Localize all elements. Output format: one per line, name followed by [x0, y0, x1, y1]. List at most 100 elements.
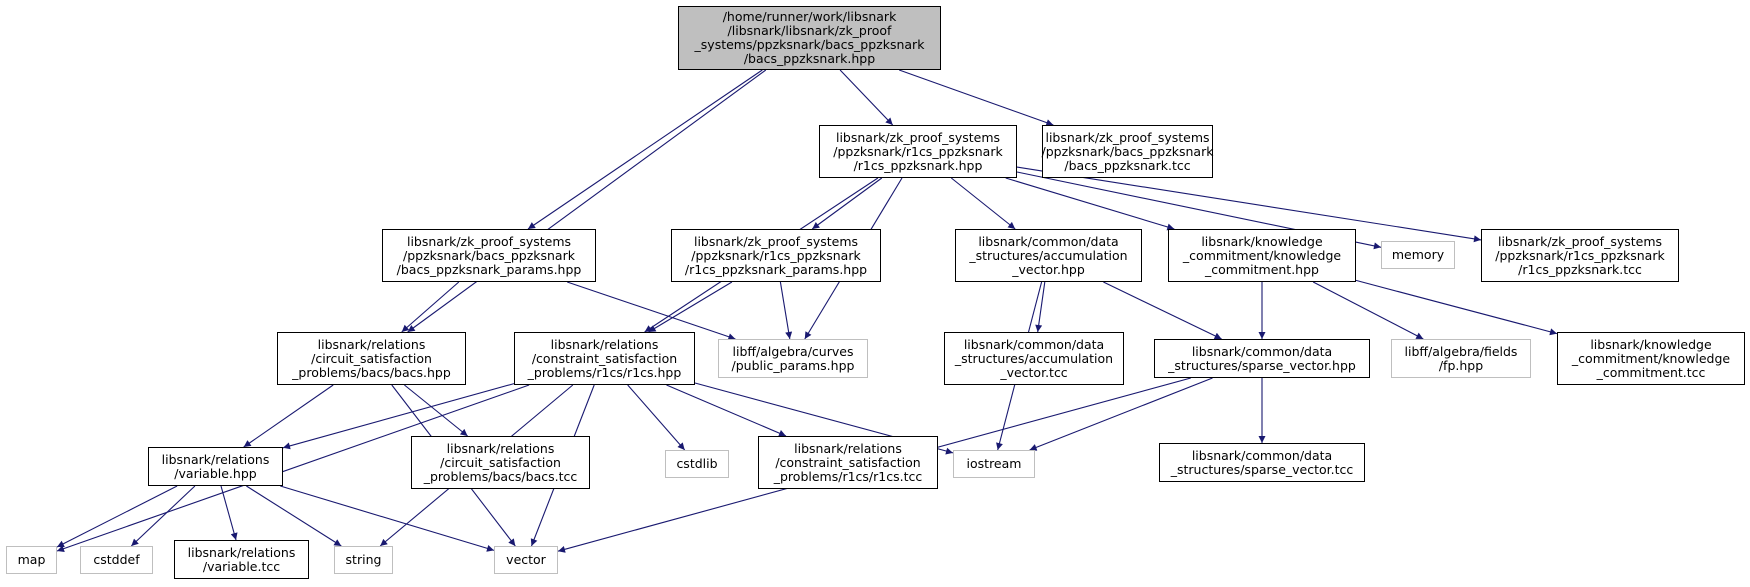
node-label-line: string	[345, 552, 382, 567]
node-sparse-vector-tcc[interactable]: libsnark/common/data_structures/sparse_v…	[1159, 443, 1365, 482]
node-knowledge-tcc[interactable]: libsnark/knowledge_commitment/knowledge_…	[1557, 332, 1745, 385]
node-label-line: _commitment.hpp	[1205, 261, 1319, 277]
node-label-line: _structures/accumulation	[969, 247, 1128, 263]
edge-variable-hpp-to-cstddef	[130, 485, 196, 547]
node-bacs-hpp[interactable]: libsnark/relations/circuit_satisfaction_…	[277, 332, 466, 385]
node-label-line: /ppzksnark/bacs_ppzksnark	[403, 247, 575, 263]
node-label-line: _problems/bacs/bacs.tcc	[423, 468, 578, 484]
node-label-line: /ppzksnark/bacs_ppzksnark	[1041, 143, 1214, 159]
node-cstdlib: cstdlib	[665, 450, 729, 478]
node-string: string	[334, 546, 393, 574]
node-label-line: /fp.hpp	[1438, 357, 1484, 373]
node-r1cs-params-hpp[interactable]: libsnark/zk_proof_systems/ppzksnark/r1cs…	[671, 229, 881, 282]
edge-r1cs-ppzksnark-hpp-to-r1cs-ppzksnark-tcc	[1016, 166, 1482, 243]
node-label-line: libsnark/common/data	[963, 336, 1105, 352]
node-label-line: /constraint_satisfaction	[531, 350, 678, 366]
node-label-line: /bacs_ppzksnark_params.hpp	[396, 261, 582, 277]
node-fp-hpp: libff/algebra/fields/fp.hpp	[1391, 339, 1531, 378]
node-memory: memory	[1381, 241, 1455, 269]
node-label-line: /r1cs_ppzksnark.hpp	[853, 157, 983, 173]
edge-bacs-hpp-to-variable-hpp	[243, 384, 334, 448]
node-public-params: libff/algebra/curves/public_params.hpp	[718, 339, 868, 378]
edge-r1cs-hpp-to-cstdlib	[627, 384, 686, 451]
node-variable-hpp[interactable]: libsnark/relations/variable.hpp	[148, 447, 283, 486]
edge-r1cs-hpp-to-map	[56, 384, 530, 552]
node-label-line: _problems/r1cs/r1cs.hpp	[527, 364, 682, 380]
node-label-line: _structures/sparse_vector.hpp	[1168, 357, 1356, 373]
edge-r1cs-params-hpp-to-r1cs-hpp	[648, 281, 733, 333]
node-r1cs-ppzksnark-tcc[interactable]: libsnark/zk_proof_systems/ppzksnark/r1cs…	[1481, 229, 1679, 282]
edge-bacs-params-hpp-to-bacs-hpp	[401, 281, 460, 333]
node-label-line: _systems/ppzksnark/bacs_ppzksnark	[694, 37, 925, 52]
edge-accum-vector-hpp-to-accum-vector-tcc	[1035, 281, 1046, 333]
node-label-line: libsnark/relations	[317, 336, 426, 352]
node-accum-vector-tcc[interactable]: libsnark/common/data_structures/accumula…	[944, 332, 1124, 385]
edge-r1cs-hpp-to-r1cs-tcc	[666, 384, 787, 437]
node-label-line: libff/algebra/fields	[1404, 343, 1518, 359]
edge-accum-vector-hpp-to-sparse-vector-hpp	[1103, 281, 1222, 340]
node-label-line: /variable.hpp	[174, 465, 257, 481]
edge-root-to-bacs-ppzksnark-tcc	[899, 69, 1054, 126]
node-label-line: /bacs_ppzksnark.hpp	[743, 51, 876, 66]
node-label-line: libsnark/common/data	[1191, 447, 1333, 463]
node-cstddef: cstddef	[80, 546, 153, 574]
node-r1cs-hpp[interactable]: libsnark/relations/constraint_satisfacti…	[514, 332, 695, 385]
node-label-line: vector	[506, 552, 546, 567]
node-label-line: _commitment/knowledge	[1571, 350, 1731, 366]
node-accum-vector-hpp[interactable]: libsnark/common/data_structures/accumula…	[955, 229, 1142, 282]
node-bacs-ppzksnark-tcc[interactable]: libsnark/zk_proof_systems/ppzksnark/bacs…	[1042, 125, 1213, 178]
node-label-line: /public_params.hpp	[731, 357, 855, 373]
node-bacs-tcc[interactable]: libsnark/relations/circuit_satisfaction_…	[411, 436, 590, 489]
node-label-line: _commitment.tcc	[1596, 364, 1706, 380]
node-label-line: libsnark/zk_proof_systems	[1497, 233, 1663, 249]
edge-root-to-bacs-params-hpp	[527, 69, 763, 230]
node-label-line: /r1cs_ppzksnark_params.hpp	[684, 261, 868, 277]
edge-variable-hpp-to-vector	[280, 485, 495, 552]
edge-r1cs-ppzksnark-hpp-to-accum-vector-hpp	[950, 177, 1016, 230]
node-sparse-vector-hpp[interactable]: libsnark/common/data_structures/sparse_v…	[1154, 339, 1370, 378]
node-label-line: libff/algebra/curves	[732, 343, 854, 359]
node-bacs-params-hpp[interactable]: libsnark/zk_proof_systems/ppzksnark/bacs…	[382, 229, 596, 282]
node-label-line: /bacs_ppzksnark.tcc	[1064, 157, 1191, 173]
node-label-line: libsnark/relations	[187, 544, 296, 560]
node-label-line: /ppzksnark/r1cs_ppzksnark	[833, 143, 1003, 159]
node-label-line: _structures/accumulation	[954, 350, 1114, 366]
edge-knowledge-hpp-to-knowledge-tcc	[1355, 279, 1558, 336]
node-label-line: _commitment/knowledge	[1182, 247, 1342, 263]
edge-knowledge-hpp-to-fp-hpp	[1312, 281, 1424, 340]
node-root[interactable]: /home/runner/work/libsnark/libsnark/libs…	[678, 6, 941, 70]
node-variable-tcc[interactable]: libsnark/relations/variable.tcc	[174, 540, 309, 579]
node-label-line: cstddef	[93, 552, 140, 567]
node-vector: vector	[494, 546, 558, 574]
edge-root-to-r1cs-ppzksnark-hpp	[839, 69, 894, 126]
node-label-line: _structures/sparse_vector.tcc	[1170, 461, 1354, 477]
node-label-line: /constraint_satisfaction	[775, 454, 921, 470]
node-label-line: libsnark/relations	[161, 451, 270, 467]
node-label-line: _vector.tcc	[1000, 364, 1068, 380]
edge-bacs-hpp-to-bacs-tcc	[404, 384, 468, 437]
node-label-line: /home/runner/work/libsnark	[722, 9, 897, 24]
edge-r1cs-params-hpp-to-public-params	[779, 281, 793, 340]
node-label-line: _problems/bacs/bacs.hpp	[292, 364, 451, 380]
node-label-line: libsnark/common/data	[1191, 343, 1333, 359]
node-knowledge-hpp[interactable]: libsnark/knowledge_commitment/knowledge_…	[1168, 229, 1356, 282]
edge-variable-hpp-to-map	[56, 485, 178, 548]
node-label-line: /libsnark/libsnark/zk_proof	[727, 23, 892, 38]
edge-variable-hpp-to-variable-tcc	[220, 485, 238, 541]
node-r1cs-ppzksnark-hpp[interactable]: libsnark/zk_proof_systems/ppzksnark/r1cs…	[819, 125, 1017, 178]
node-label-line: libsnark/relations	[794, 440, 902, 456]
edge-r1cs-hpp-to-variable-hpp	[282, 383, 515, 450]
edge-variable-hpp-to-string	[246, 485, 342, 547]
edge-root-to-bacs-hpp	[407, 69, 767, 333]
node-label-line: /variable.tcc	[202, 558, 281, 574]
node-label-line: iostream	[966, 456, 1022, 471]
node-label-line: libsnark/knowledge	[1201, 233, 1323, 249]
node-label-line: _vector.hpp	[1012, 261, 1085, 277]
node-label-line: /circuit_satisfaction	[440, 454, 561, 470]
node-r1cs-tcc[interactable]: libsnark/relations/constraint_satisfacti…	[758, 436, 938, 489]
node-iostream: iostream	[953, 450, 1035, 478]
node-label-line: /circuit_satisfaction	[311, 350, 432, 366]
node-label-line: libsnark/common/data	[978, 233, 1119, 249]
